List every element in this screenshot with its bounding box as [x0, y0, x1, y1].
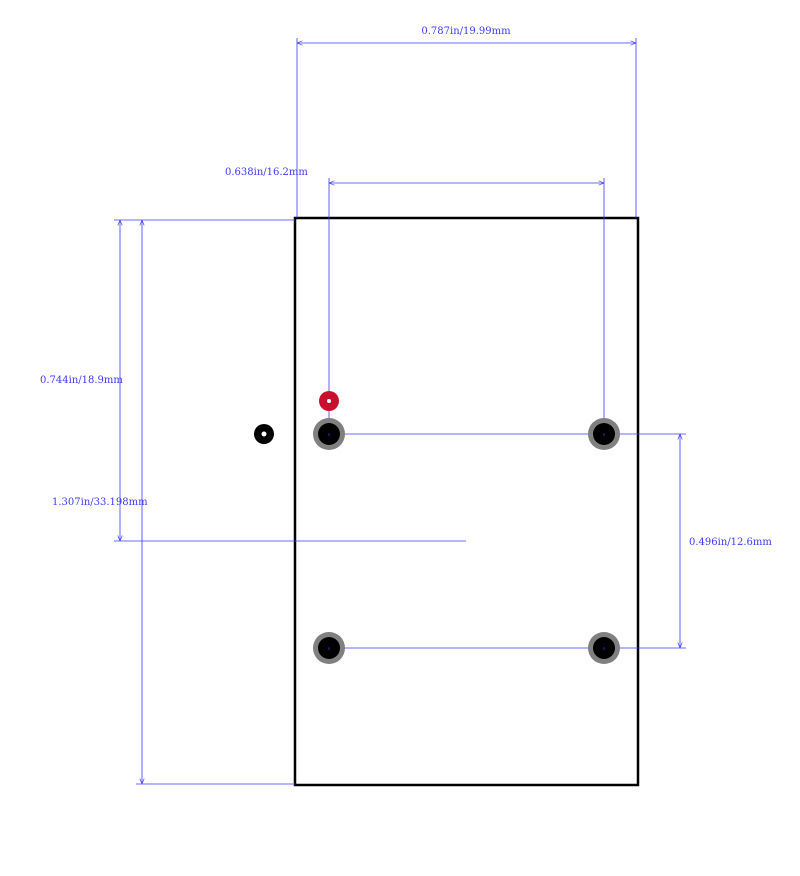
pin-pitch-y-label: 0.496in/12.6mm — [689, 537, 772, 548]
overall-height-label: 1.307in/33.198mm — [52, 497, 148, 508]
pad-3: n — [313, 632, 345, 664]
overall-width-dimension: 0.787in/19.99mm — [296, 26, 637, 218]
pin-span-x-label: 0.638in/16.2mm — [225, 167, 308, 178]
pin-span-x-dimension: 0.638in/16.2mm — [225, 167, 605, 434]
overall-width-label: 0.787in/19.99mm — [421, 26, 511, 37]
pad-4-label: n — [603, 646, 606, 651]
pin1-to-center-dimension: 0.744in/18.9mm — [40, 219, 466, 542]
pad-3-label: n — [328, 646, 331, 651]
overall-height-dimension: 1.307in/33.198mm — [52, 220, 295, 785]
pad-2: n — [588, 418, 620, 450]
origin-marker — [254, 424, 274, 444]
pad-4: n — [588, 632, 620, 664]
component-outline — [293, 216, 640, 787]
pin1-marker — [319, 391, 339, 411]
pin1-to-center-label: 0.744in/18.9mm — [40, 375, 123, 386]
pad-1-label: n — [328, 432, 331, 437]
pad-1: n — [313, 418, 345, 450]
pin-pitch-y-dimension: 0.496in/12.6mm — [329, 433, 772, 649]
pad-2-label: n — [603, 432, 606, 437]
